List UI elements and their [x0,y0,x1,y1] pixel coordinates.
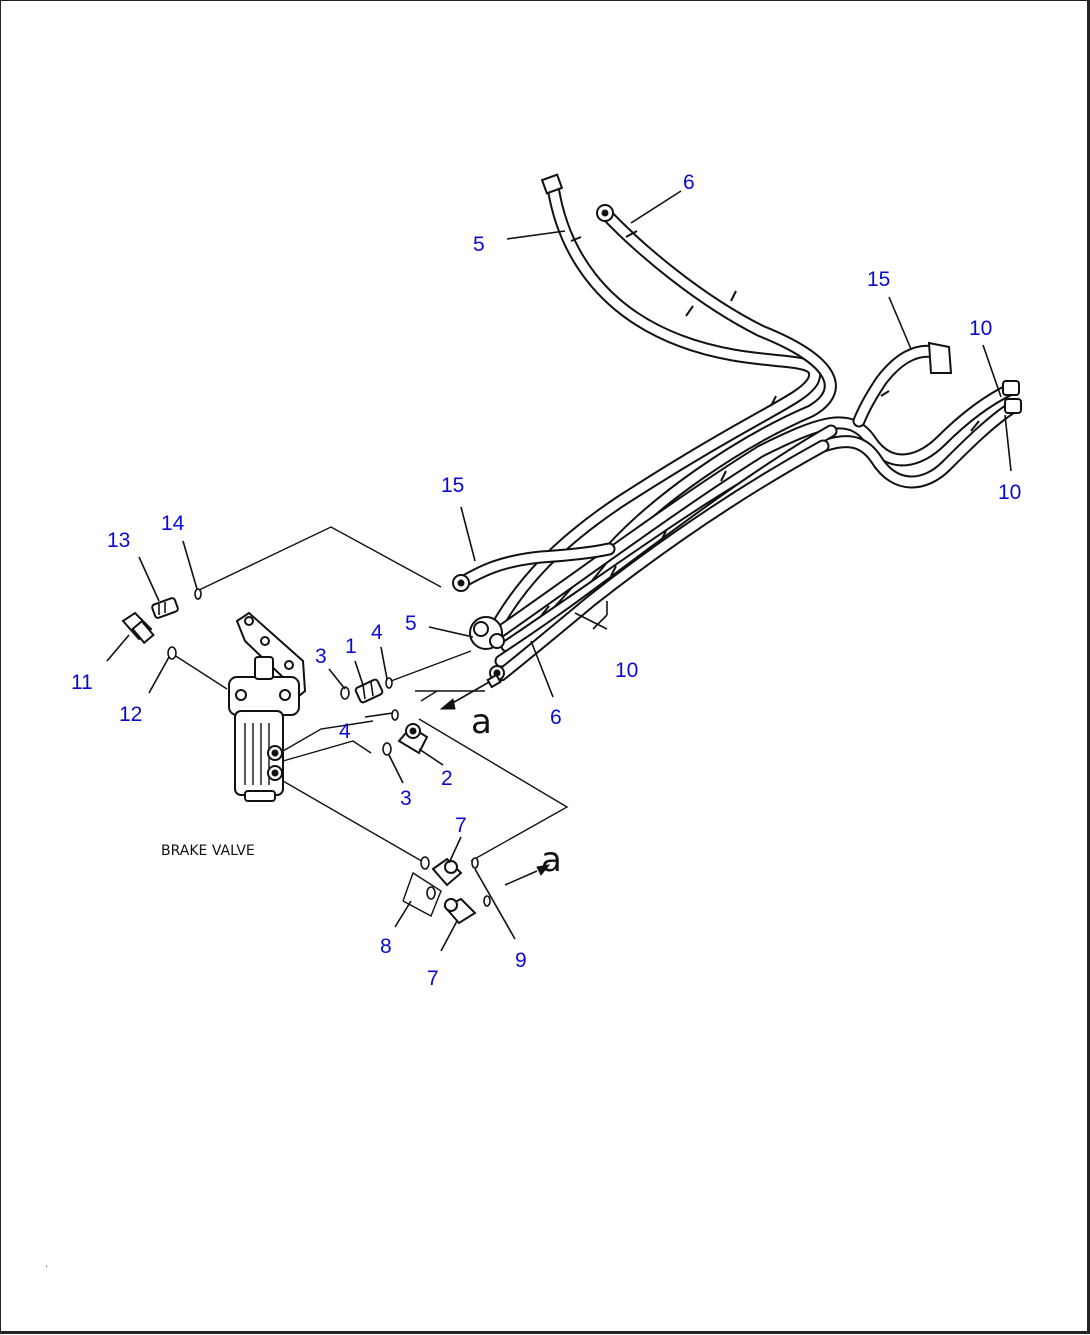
callout-15-upper: 15 [867,268,890,291]
part-13-adapter [151,597,179,619]
reference-arrow-lower [504,864,551,886]
brake-valve-caption: BRAKE VALVE [161,843,255,859]
small-parts [121,588,551,925]
callout-4-upper: 4 [371,621,383,644]
callout-8: 8 [380,935,392,958]
part-1-fitting [354,678,384,704]
callout-9: 9 [515,949,527,972]
part-3-o-ring-a [340,686,350,700]
callout-13: 13 [107,529,130,552]
callout-2: 2 [441,767,453,790]
part-9-plug [483,895,491,907]
part-3-o-ring-b [382,742,392,756]
callout-15-lower: 15 [441,474,464,497]
reference-arrow-upper [439,673,502,710]
callout-4-lower: 4 [339,720,351,743]
hose-6-upper-body [506,208,835,656]
reference-letter-upper: a [471,702,492,742]
callout-5-lower: 5 [405,612,417,635]
callout-7-upper: 7 [455,814,467,837]
hose-6-lower-body [496,441,828,680]
part-9-o-ring [471,857,479,869]
hose-15-lower-body [456,544,614,588]
callout-5-upper: 5 [473,233,485,256]
callout-3-left: 3 [315,645,327,668]
part-14-o-ring [194,588,202,600]
brake-valve [228,611,307,802]
callout-1: 1 [345,635,357,658]
hose-5-upper-body [488,182,820,638]
callout-numbers: 5 6 15 10 10 15 14 13 11 12 3 1 4 5 10 6… [71,171,1021,990]
part-12-o-ring [167,646,177,660]
callout-14: 14 [161,512,185,535]
callout-12: 12 [119,703,142,726]
hose-bundle [452,173,1022,682]
corner-mark: . [45,1259,48,1270]
reference-letter-lower: a [541,840,562,880]
callout-7-lower: 7 [427,967,439,990]
callout-10-right: 10 [998,481,1021,504]
callout-11: 11 [71,671,93,694]
callout-10-lower: 10 [615,659,638,682]
part-7-elbow-a [431,857,463,887]
callout-10-upper: 10 [969,317,992,340]
hose-markings [540,230,980,617]
part-8-o-ring-b [426,886,436,900]
part-4-o-ring-a [385,677,393,689]
hose-15-upper-body [854,346,944,426]
hose-10-a-body [496,384,1016,636]
part-7-elbow-b [443,897,477,925]
callout-leaders [106,190,1012,952]
callout-6-upper: 6 [683,171,695,194]
callout-6-lower: 6 [550,706,562,729]
hose-end-fittings [452,173,1022,681]
callout-3-lower: 3 [400,787,412,810]
relation-lines [170,526,569,917]
part-8-o-ring-a [420,856,430,870]
part-2-elbow [397,723,429,755]
part-11-connector [121,611,155,645]
part-4-o-ring-b [391,709,399,721]
